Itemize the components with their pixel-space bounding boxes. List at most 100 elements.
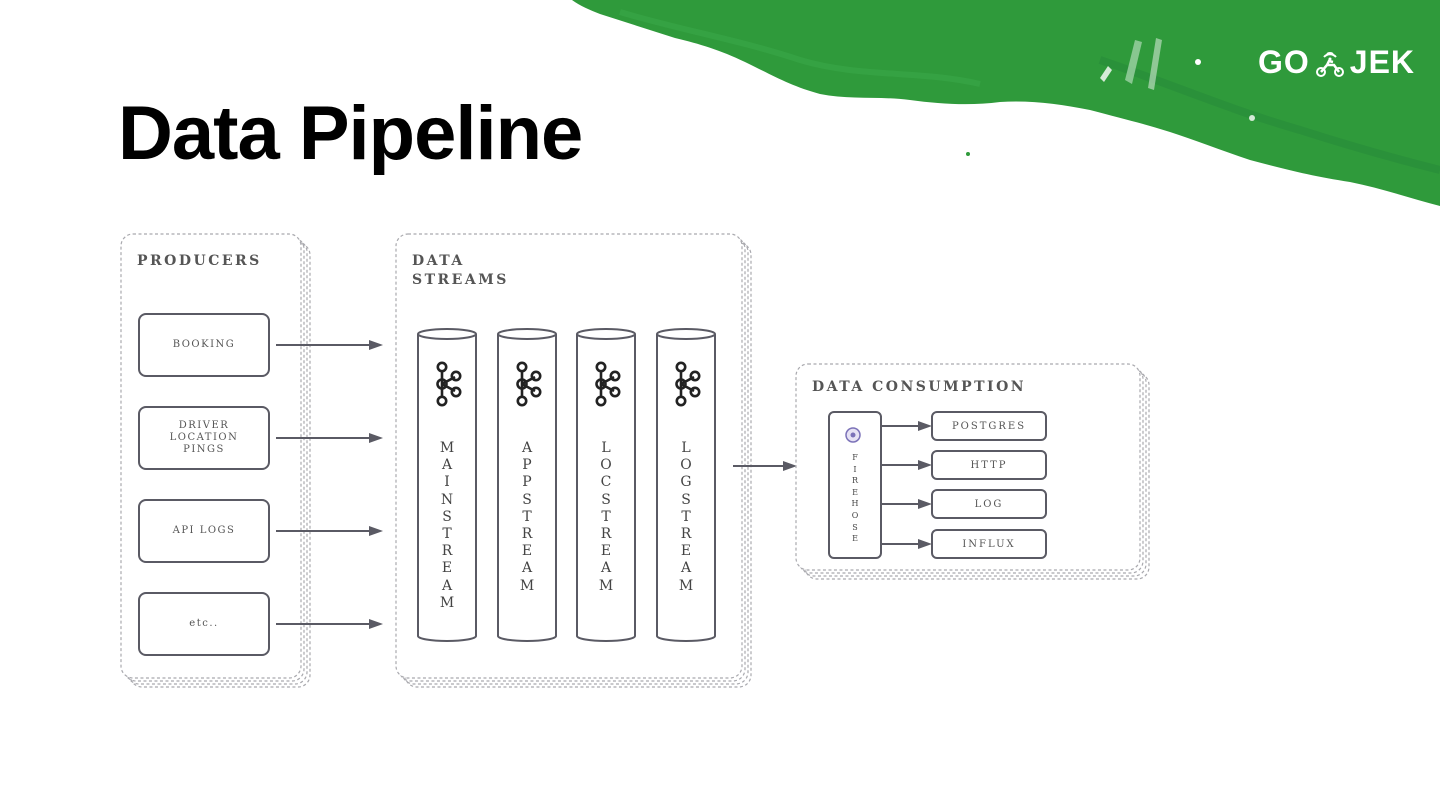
- data-streams-label: DATA STREAMS: [412, 252, 509, 290]
- logo-text-jek: JEK: [1349, 44, 1416, 80]
- slide-title: Data Pipeline: [118, 91, 583, 176]
- vertical-letter: S: [852, 522, 858, 532]
- brush-streak: [1148, 38, 1162, 90]
- kafka-icon: [675, 361, 701, 407]
- vertical-letter: E: [441, 560, 453, 577]
- scooter-icon: [1315, 51, 1344, 77]
- logo-text-go: GO: [1258, 44, 1310, 80]
- stream-cylinder: [576, 334, 636, 642]
- vertical-letter: M: [678, 577, 694, 594]
- vertical-letter: P: [522, 457, 532, 474]
- producer-label-line: etc..: [189, 618, 219, 629]
- vertical-letter: R: [441, 543, 453, 560]
- vertical-letter: A: [521, 560, 533, 577]
- output-box: [931, 529, 1047, 559]
- data-streams-label-line: DATA: [412, 253, 465, 269]
- brush-speck: [1249, 115, 1255, 121]
- stream-cylinder-top: [497, 328, 557, 340]
- producers-label: PRODUCERS: [137, 253, 262, 269]
- producer-label-line: LOCATION: [169, 432, 239, 443]
- vertical-letter: T: [442, 526, 452, 543]
- vertical-letter: F: [852, 453, 858, 462]
- vertical-letter: L: [681, 440, 691, 456]
- producer-label-line: PINGS: [183, 444, 225, 455]
- vertical-letter: T: [522, 508, 532, 525]
- stream-cylinder-top: [656, 328, 716, 340]
- data-consumption-label: DATA CONSUMPTION: [812, 379, 1027, 395]
- producer-box: [138, 406, 270, 470]
- vertical-letter: O: [680, 457, 692, 474]
- vertical-letter: N: [440, 491, 454, 508]
- producer-label: BOOKING: [139, 314, 269, 376]
- producer-arrow-head: [369, 526, 383, 536]
- vertical-letter: T: [681, 508, 691, 525]
- vertical-letter: I: [853, 464, 857, 474]
- producer-box: [138, 313, 270, 377]
- vertical-letter: I: [444, 474, 450, 491]
- producer-label-line: DRIVER: [178, 420, 230, 431]
- kafka-icon: [595, 361, 621, 407]
- output-box: [931, 411, 1047, 441]
- data-streams-label-line: STREAMS: [412, 272, 509, 288]
- vertical-letter: E: [852, 487, 858, 497]
- producer-box: [138, 592, 270, 656]
- vertical-letter: A: [441, 457, 453, 474]
- vertical-letter: L: [601, 440, 611, 456]
- stream-cylinder-top: [417, 328, 477, 340]
- producer-label: etc..: [139, 593, 269, 655]
- vertical-letter: A: [680, 560, 692, 577]
- vertical-letter: E: [521, 543, 533, 560]
- producer-label: API LOGS: [139, 500, 269, 562]
- firehose-box: [828, 411, 882, 559]
- stream-cylinder-top: [576, 328, 636, 340]
- output-label: POSTGRES: [951, 420, 1027, 432]
- stream-cylinder: [497, 334, 557, 642]
- vertical-letter: R: [680, 526, 692, 543]
- firehose-output-arrow-head: [918, 499, 932, 509]
- brush-streak: [1100, 66, 1112, 82]
- vertical-letter: A: [521, 440, 533, 456]
- vertical-letter: S: [442, 508, 452, 525]
- output-box: [931, 450, 1047, 480]
- vertical-letter: E: [852, 534, 858, 544]
- vertical-letter: O: [600, 457, 612, 474]
- producer-arrow-head: [369, 619, 383, 629]
- brush-streak: [1125, 40, 1142, 84]
- vertical-letter: M: [439, 440, 455, 456]
- brush-texture: [619, 9, 981, 87]
- vertical-letter: M: [598, 577, 614, 594]
- data-streams-group: [395, 233, 743, 679]
- firehose-output-arrow-head: [918, 421, 932, 431]
- brush-stroke: [572, 0, 1440, 206]
- output-label: INFLUX: [962, 538, 1016, 550]
- streams-to-consumption-arrow-head: [783, 461, 797, 471]
- vertical-letter: R: [521, 526, 533, 543]
- gojek-logo: GO JEK: [1258, 44, 1415, 81]
- producer-arrow-head: [369, 433, 383, 443]
- vertical-letter: A: [600, 560, 612, 577]
- vertical-letter: M: [519, 577, 535, 594]
- vertical-letter: R: [600, 526, 612, 543]
- vertical-letter: S: [522, 491, 532, 508]
- vertical-letter: P: [522, 474, 532, 491]
- vertical-letter: T: [601, 508, 611, 525]
- vertical-letter: C: [600, 474, 612, 491]
- output-label: LOG: [974, 498, 1004, 510]
- brush-speck: [1195, 59, 1201, 65]
- producer-arrow-head: [369, 340, 383, 350]
- brush-speck: [966, 152, 970, 156]
- vertical-letter: A: [441, 577, 453, 594]
- output-label: HTTP: [970, 459, 1008, 471]
- vertical-letter: H: [851, 499, 859, 509]
- vertical-letter: O: [851, 510, 859, 520]
- vertical-letter: S: [601, 491, 611, 508]
- vertical-letter: E: [680, 543, 692, 560]
- stream-cylinder: [417, 334, 477, 642]
